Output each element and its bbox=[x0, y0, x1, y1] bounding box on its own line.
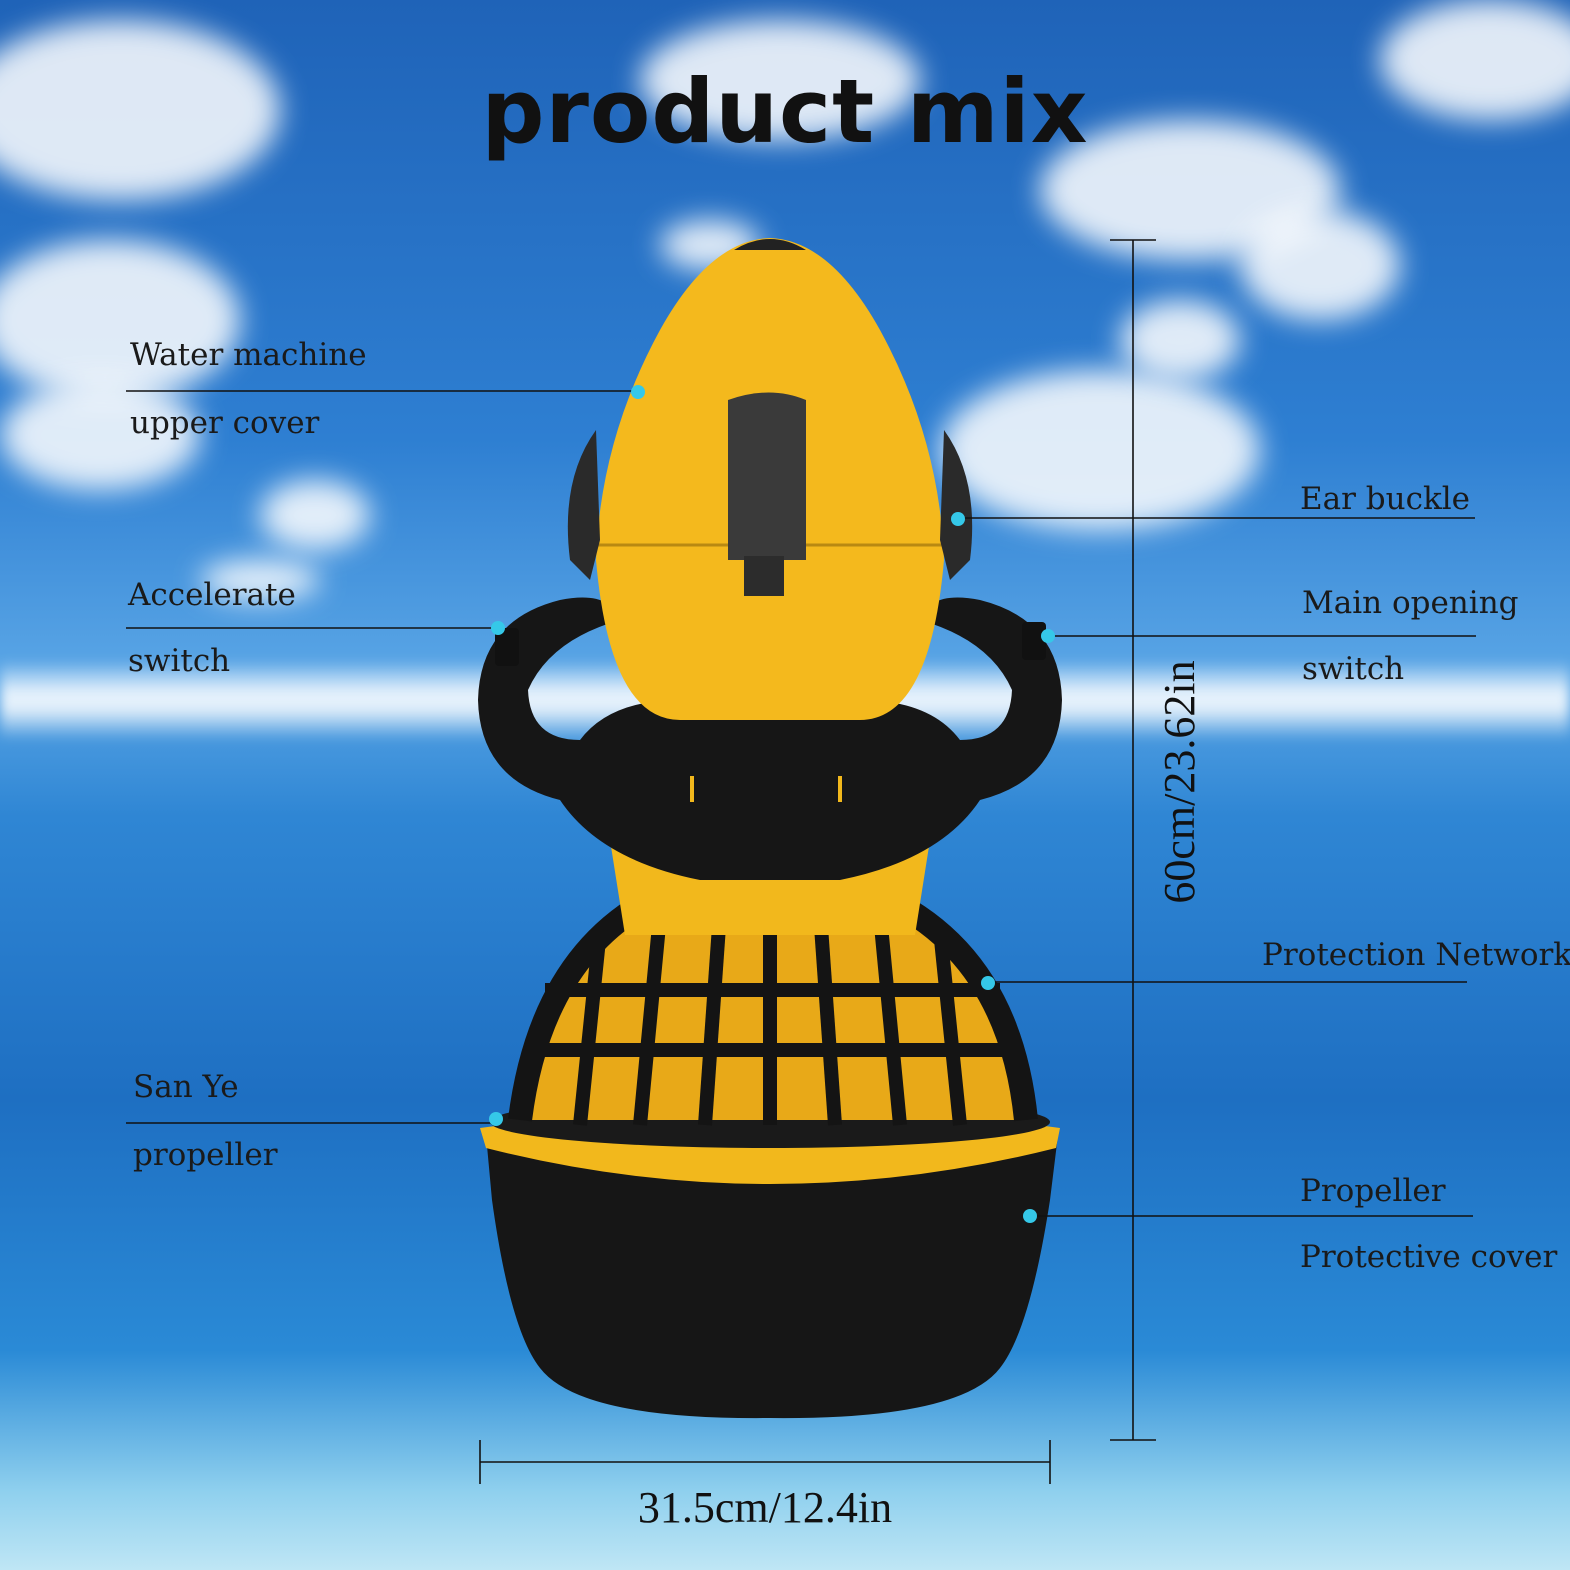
cloud bbox=[1240, 210, 1400, 320]
leader-lines bbox=[126, 239, 1476, 1484]
cloud bbox=[0, 240, 240, 400]
label-upper-cover-line2: upper cover bbox=[130, 405, 320, 441]
width-dimension-label: 31.5cm/12.4in bbox=[637, 1483, 893, 1532]
propeller-protective-cover bbox=[480, 1096, 1060, 1419]
page-title: product mix bbox=[481, 60, 1089, 163]
label-accelerate-line1: Accelerate bbox=[128, 577, 296, 613]
label-accelerate-line2: switch bbox=[128, 643, 231, 679]
cloud bbox=[1120, 300, 1240, 380]
label-main-switch-line1: Main opening bbox=[1302, 585, 1519, 621]
protection-network-cage bbox=[508, 888, 1038, 1126]
label-ear-buckle: Ear buckle bbox=[1300, 481, 1471, 517]
cloud bbox=[260, 480, 370, 550]
label-propeller-line2: propeller bbox=[133, 1137, 278, 1173]
marker-dots bbox=[489, 385, 1055, 1223]
cloud bbox=[940, 370, 1260, 530]
label-propeller-line1: San Ye bbox=[133, 1069, 239, 1105]
label-upper-cover-line1: Water machine bbox=[130, 337, 367, 373]
handle-grip bbox=[478, 597, 1062, 880]
label-protective-cover-line1: Propeller bbox=[1300, 1173, 1446, 1209]
cloud bbox=[640, 20, 920, 140]
label-protection-network: Protection Network bbox=[1262, 937, 1570, 973]
upper-cover bbox=[567, 238, 973, 802]
cloud bbox=[0, 20, 280, 200]
label-protective-cover-line2: Protective cover bbox=[1300, 1239, 1558, 1275]
height-dimension-label: 60cm/23.62in bbox=[1155, 660, 1204, 904]
cloud bbox=[0, 380, 200, 490]
cloud bbox=[1380, 0, 1570, 120]
cloud bbox=[200, 560, 320, 600]
label-main-switch-line2: switch bbox=[1302, 651, 1405, 687]
